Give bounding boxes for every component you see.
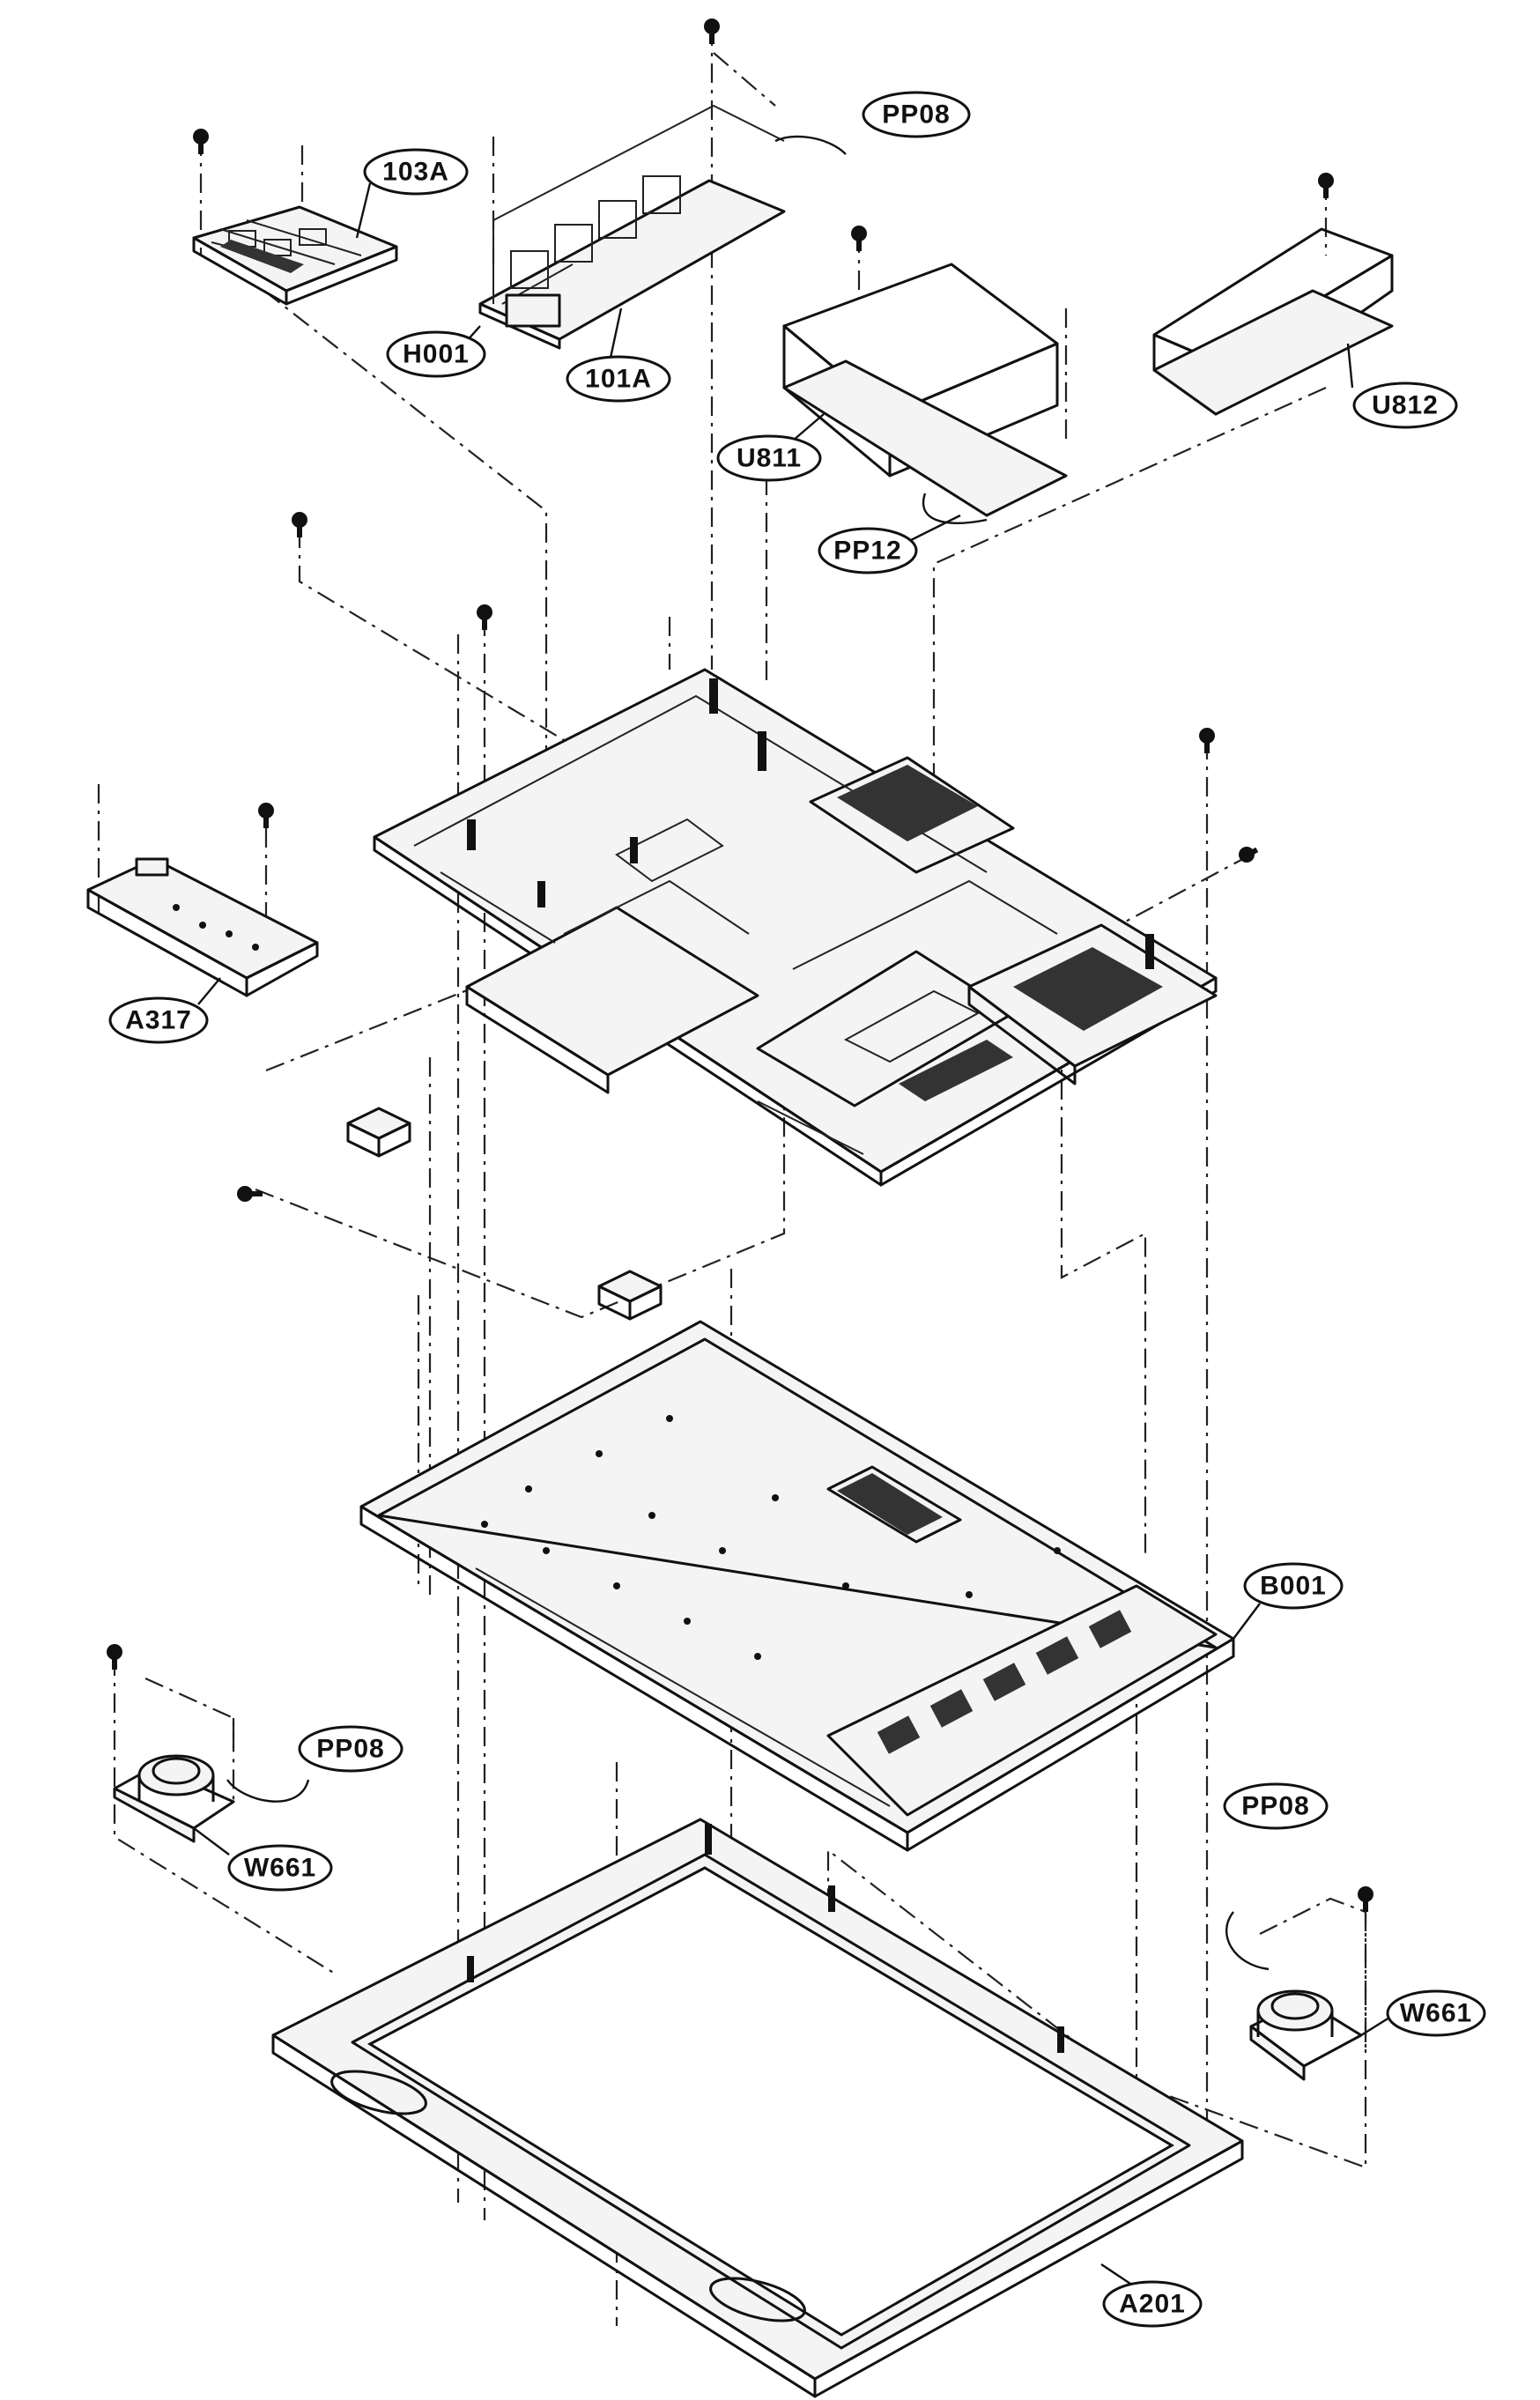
callout-label: U812 — [1372, 391, 1439, 420]
part-b001-panel — [359, 1320, 1235, 1852]
callout-label: PP08 — [882, 100, 950, 130]
callout-label: PP12 — [833, 537, 901, 566]
callout-pp08-top: PP08 — [862, 91, 971, 138]
callout-a317: A317 — [108, 996, 209, 1044]
part-small-bracket-left — [346, 1107, 411, 1158]
callout-label: W661 — [1400, 1999, 1472, 2028]
callout-pp12: PP12 — [818, 527, 918, 574]
callout-label: A317 — [125, 1006, 192, 1035]
callout-label: B001 — [1260, 1572, 1327, 1601]
callout-a201: A201 — [1102, 2280, 1203, 2328]
callout-u811: U811 — [716, 434, 822, 482]
part-u812-box — [1152, 227, 1394, 416]
callout-label: U811 — [737, 444, 802, 473]
part-a317-plate — [86, 857, 319, 997]
part-103a-board — [192, 205, 398, 306]
screws — [107, 19, 1373, 1912]
callout-pp08-right: PP08 — [1223, 1782, 1329, 1830]
callout-103a: 103A — [363, 148, 469, 196]
callout-label: PP08 — [316, 1735, 384, 1764]
callout-w661-left: W661 — [227, 1844, 333, 1892]
callout-label: 103A — [382, 158, 449, 187]
part-main-chassis — [373, 668, 1218, 1187]
callout-label: A201 — [1119, 2290, 1186, 2319]
callout-label: W661 — [244, 1854, 316, 1883]
callout-label: H001 — [403, 340, 470, 369]
callout-u812: U812 — [1352, 381, 1458, 429]
callout-b001: B001 — [1243, 1562, 1344, 1610]
callout-w661-right: W661 — [1386, 1989, 1486, 2037]
part-speaker-right — [1225, 1897, 1367, 2081]
part-101a-terminal-board — [478, 104, 847, 350]
part-small-bracket-right — [597, 1270, 663, 1321]
callout-101a: 101A — [566, 355, 671, 403]
part-u811-box — [782, 263, 1068, 524]
callout-pp08-left: PP08 — [298, 1725, 404, 1773]
callout-label: PP08 — [1241, 1792, 1309, 1821]
part-speaker-left — [113, 1677, 310, 1843]
callout-h001: H001 — [386, 330, 486, 378]
part-a201-bezel — [271, 1818, 1244, 2398]
callout-label: 101A — [585, 365, 652, 394]
